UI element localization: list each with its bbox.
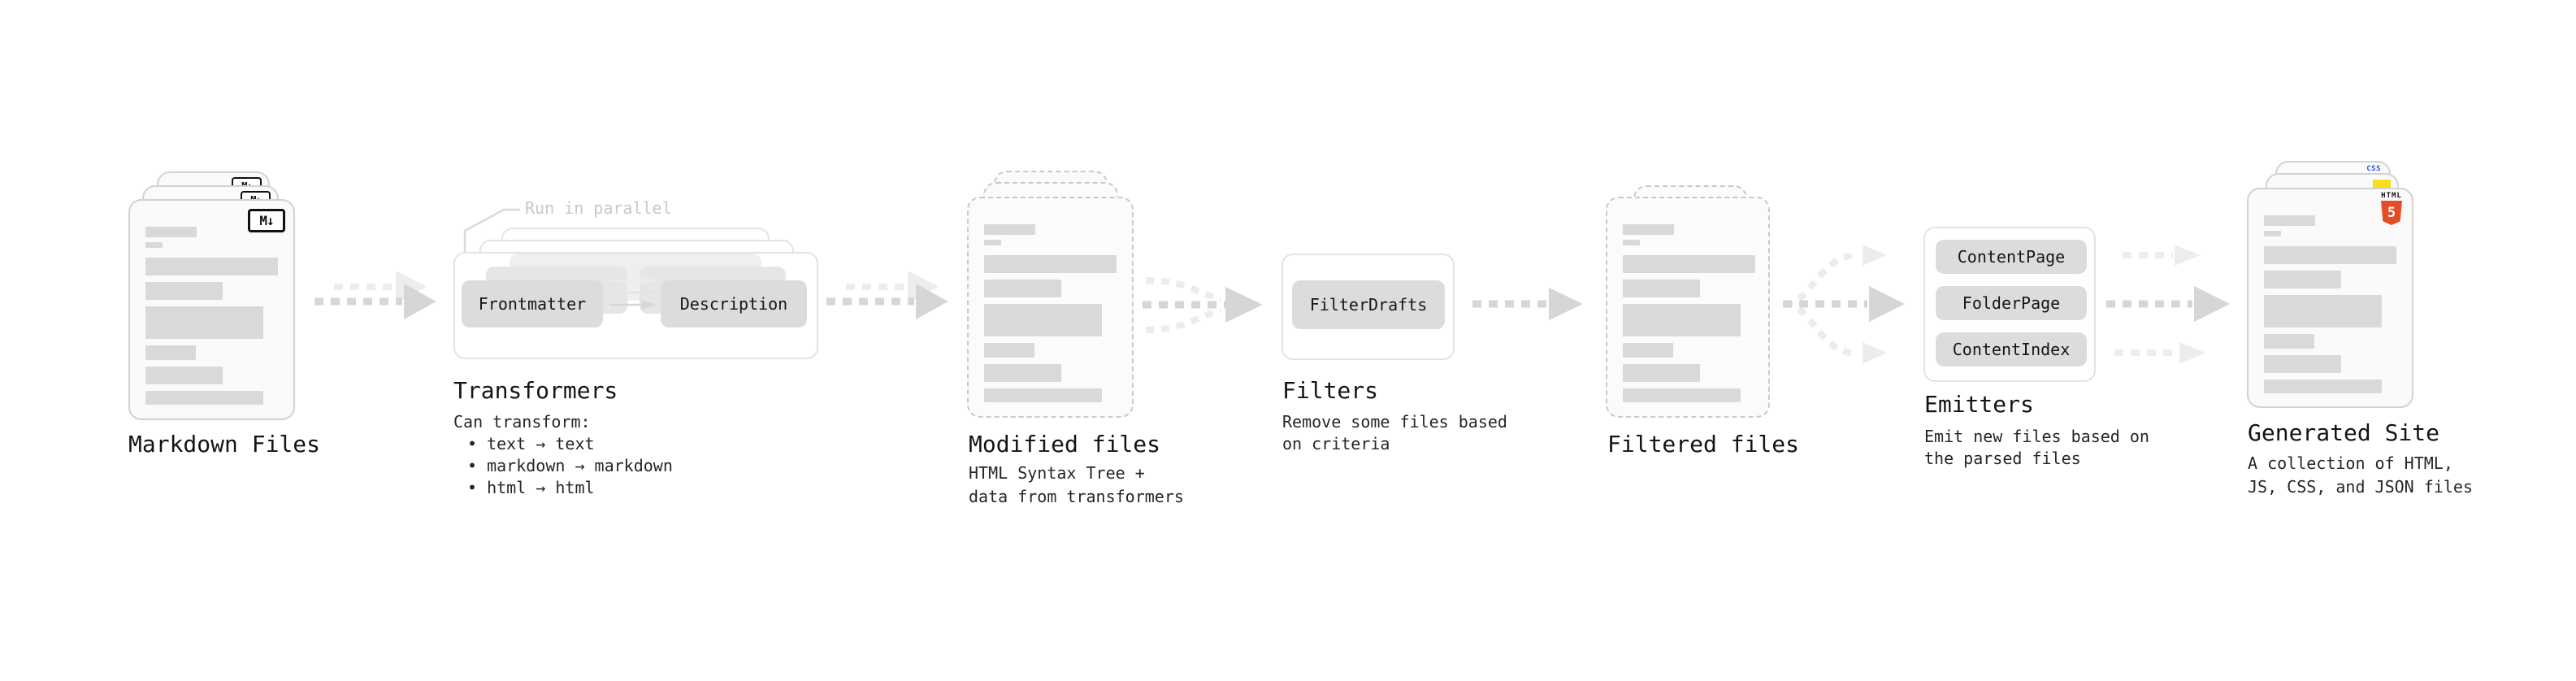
doc-content-lines: [1623, 224, 1755, 402]
stage-description-emitters: Emit new files based on the parsed files: [1924, 426, 2149, 470]
stage-label-modified-files: Modified files: [969, 431, 1161, 458]
stage-description-modified: HTML Syntax Tree + data from transformer…: [969, 462, 1184, 509]
desc-line: HTML Syntax Tree +: [969, 463, 1145, 483]
desc-line: • html → html: [467, 478, 595, 497]
stage-label-generated-site: Generated Site: [2248, 419, 2440, 446]
node-description: Description: [661, 280, 807, 327]
flow-arrow-markdown-to-transformers: [314, 271, 436, 319]
flow-arrow-modified-to-filters: [1143, 277, 1263, 333]
stage-title-filters: Filters: [1282, 377, 1379, 404]
markdown-icon: M↓: [248, 209, 285, 232]
doc-content-lines: [2264, 215, 2397, 393]
emitters-container: ContentPage FolderPage ContentIndex: [1923, 227, 2096, 382]
stage-title-emitters: Emitters: [1924, 391, 2034, 418]
node-contentindex: ContentIndex: [1936, 332, 2087, 367]
annotation-connector-line: [463, 208, 520, 254]
doc-content-lines: [145, 227, 279, 405]
doc-content-lines: [984, 224, 1117, 402]
flow-arrow-filters-to-filtered: [1472, 288, 1583, 320]
html5-icon-shield: 5: [2381, 201, 2402, 225]
desc-line: Remove some files based: [1282, 412, 1507, 432]
html5-icon-label: HTML: [2381, 192, 2402, 200]
modified-file-card: [967, 197, 1134, 418]
stage-description-transformers: Can transform: • text → text • markdown …: [453, 411, 673, 499]
flow-arrow-transformers-to-modified: [826, 271, 948, 319]
filtered-file-card: [1606, 197, 1770, 418]
node-folderpage: FolderPage: [1936, 286, 2087, 320]
generated-file-card-html: HTML 5: [2247, 188, 2413, 408]
node-filterdrafts: FilterDrafts: [1292, 280, 1445, 329]
desc-line: • text → text: [467, 434, 595, 453]
stage-description-generated: A collection of HTML, JS, CSS, and JSON …: [2248, 452, 2473, 499]
stage-title-transformers: Transformers: [453, 377, 618, 404]
stage-label-markdown-files: Markdown Files: [128, 431, 321, 458]
node-frontmatter: Frontmatter: [462, 280, 603, 327]
desc-line: on criteria: [1282, 434, 1390, 453]
desc-line: • markdown → markdown: [467, 456, 673, 475]
flow-arrow-emitters-to-generated: [2106, 245, 2230, 364]
desc-line: JS, CSS, and JSON files: [2248, 477, 2473, 497]
stage-label-filtered-files: Filtered files: [1607, 431, 1800, 458]
desc-line: Can transform:: [453, 412, 591, 432]
desc-line: Emit new files based on: [1924, 427, 2149, 446]
desc-line: data from transformers: [969, 487, 1184, 506]
run-in-parallel-annotation: Run in parallel: [525, 198, 672, 218]
html5-icon: HTML 5: [2381, 192, 2402, 225]
js-file-icon: [2373, 180, 2391, 189]
desc-line: the parsed files: [1924, 449, 2081, 468]
stage-description-filters: Remove some files based on criteria: [1282, 411, 1507, 455]
desc-line: A collection of HTML,: [2248, 453, 2453, 473]
markdown-file-card: M↓: [128, 199, 295, 420]
flow-arrow-filtered-to-emitters: [1783, 245, 1905, 364]
parallel-arrows-icon: [609, 275, 657, 310]
node-contentpage: ContentPage: [1936, 240, 2087, 274]
